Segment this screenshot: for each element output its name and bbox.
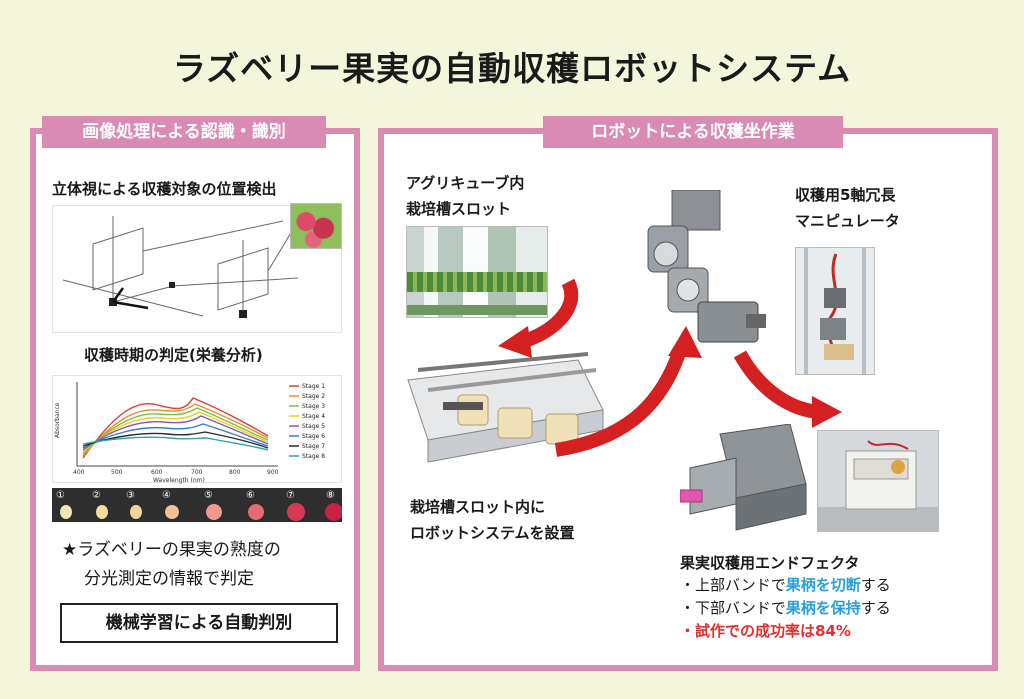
workflow-arrows <box>498 278 842 457</box>
manipulator-cad-svg <box>647 189 766 343</box>
end-effector-cad <box>679 423 810 534</box>
spectrum-stage-1 <box>82 397 269 459</box>
stage-number: ⑦ <box>286 490 295 501</box>
stage-number: ⑧ <box>326 490 335 501</box>
spectrum-stage-7 <box>82 431 269 449</box>
stereo-vision-label: 立体視による収穫対象の位置検出 <box>52 180 277 198</box>
raspberry-stage-3 <box>130 505 142 519</box>
raspberry-stage-2 <box>96 505 108 519</box>
end-effector-photo <box>817 430 939 532</box>
legend-stage-1: Stage 1 <box>302 383 325 390</box>
raspberry-stage-4 <box>165 505 179 519</box>
spectrum-stage-3 <box>82 407 269 455</box>
page-title: ラズベリー果実の自動収穫ロボットシステム <box>172 49 852 88</box>
chart-xtick: 500 <box>111 469 123 476</box>
raspberry-stage-1 <box>60 505 72 519</box>
stage-number: ③ <box>126 490 135 501</box>
legend-stage-4: Stage 4 <box>302 413 325 420</box>
red-arrow-down-icon <box>519 278 579 349</box>
agricube-label-line2: 栽培槽スロット <box>406 200 512 218</box>
chart-xlabel: Wavelength (nm) <box>153 477 205 484</box>
red-arrow-right-icon <box>733 350 821 419</box>
red-arrow-up-icon <box>554 347 687 457</box>
bullet-highlight: 果柄を保持 <box>785 599 861 617</box>
legend-stage-5: Stage 5 <box>302 423 325 430</box>
manipulator-cad <box>628 189 768 360</box>
legend-stage-6: Stage 6 <box>302 433 325 440</box>
robot-harvest-header: ロボットによる収穫坐作業 <box>543 116 843 148</box>
spectrum-stage-5 <box>82 415 269 451</box>
legend-stage-7: Stage 7 <box>302 443 325 450</box>
stage-number: ② <box>92 490 101 501</box>
red-arrow-right-icon <box>812 396 842 428</box>
legend-stage-3: Stage 3 <box>302 403 325 410</box>
red-arrow-down-icon <box>498 326 532 358</box>
manipulator-label-line2: マニピュレータ <box>795 212 900 230</box>
agricube-label-line1: アグリキューブ内 <box>406 174 525 192</box>
spectrum-stage-2 <box>82 403 269 457</box>
ripeness-stage-svg: ① ② ③ ④ ⑤ ⑥ ⑦ ⑧ <box>56 490 343 521</box>
end-effector-photo-svg <box>818 440 938 531</box>
plant-row <box>407 305 547 315</box>
raspberry-photo <box>290 203 342 249</box>
bullet-text: ・上部バンドで <box>680 576 786 594</box>
chart-xtick: 900 <box>267 469 279 476</box>
red-arrow-up-icon <box>668 326 702 358</box>
raspberry-stage-6 <box>248 504 264 520</box>
ripeness-stage-strip: ① ② ③ ④ ⑤ ⑥ ⑦ ⑧ <box>52 488 343 522</box>
install-label-line2: ロボットシステムを設置 <box>410 524 575 542</box>
ripeness-note-line1: ★ラズベリーの果実の熟度の <box>62 540 281 560</box>
install-label-line1: 栽培槽スロット内に <box>410 498 546 516</box>
end-effector-cad-svg <box>679 423 807 531</box>
legend-stage-2: Stage 2 <box>302 393 325 400</box>
manipulator-photo-svg <box>804 248 866 374</box>
agricube-slot-photo <box>406 226 548 318</box>
harvest-timing-label: 収穫時期の判定(栄養分析) <box>84 346 263 364</box>
machine-learning-box: 機械学習による自動判別 <box>60 603 338 643</box>
chart-ylabel: Absorbance <box>54 402 61 438</box>
stage-number: ① <box>56 490 65 501</box>
stage-number: ⑤ <box>204 490 213 501</box>
raspberry-stage-5 <box>206 504 222 520</box>
end-effector-bullet-3: ・試作での成功率は84% <box>680 622 851 640</box>
ripeness-note-line2: 分光測定の情報で判定 <box>84 569 254 589</box>
bullet-text: する <box>860 576 891 594</box>
spectral-chart-svg: Absorbance Wavelength (nm) 400 500 600 7… <box>54 382 325 484</box>
bullet-text: する <box>860 599 891 617</box>
chart-xtick: 800 <box>229 469 241 476</box>
legend-stage-8: Stage 8 <box>302 453 325 460</box>
chart-xtick: 700 <box>191 469 203 476</box>
chart-xtick: 600 <box>151 469 163 476</box>
stage-number: ⑥ <box>246 490 255 501</box>
slot-robot-cad <box>398 340 608 470</box>
stage-number: ④ <box>162 490 171 501</box>
manipulator-photo <box>795 247 875 375</box>
raspberry-stage-7 <box>287 503 305 521</box>
spectrum-stage-6 <box>82 423 269 449</box>
spectral-chart: Absorbance Wavelength (nm) 400 500 600 7… <box>52 375 342 484</box>
plant-row <box>407 272 547 292</box>
spectrum-stage-4 <box>82 411 269 453</box>
spectrum-stage-8 <box>82 436 269 451</box>
bullet-text: ・下部バンドで <box>680 599 786 617</box>
end-effector-bullet-1: ・上部バンドで果柄を切断する <box>680 574 891 596</box>
slot-robot-cad-svg <box>407 352 604 463</box>
image-processing-header: 画像処理による認識・識別 <box>42 116 326 148</box>
raspberry-stage-8 <box>325 503 343 521</box>
bullet-highlight: 果柄を切断 <box>785 576 861 594</box>
end-effector-title: 果実収穫用エンドフェクタ <box>680 554 860 572</box>
manipulator-label-line1: 収穫用5軸冗長 <box>795 186 896 204</box>
chart-xtick: 400 <box>73 469 85 476</box>
end-effector-bullet-2: ・下部バンドで果柄を保持する <box>680 597 891 619</box>
